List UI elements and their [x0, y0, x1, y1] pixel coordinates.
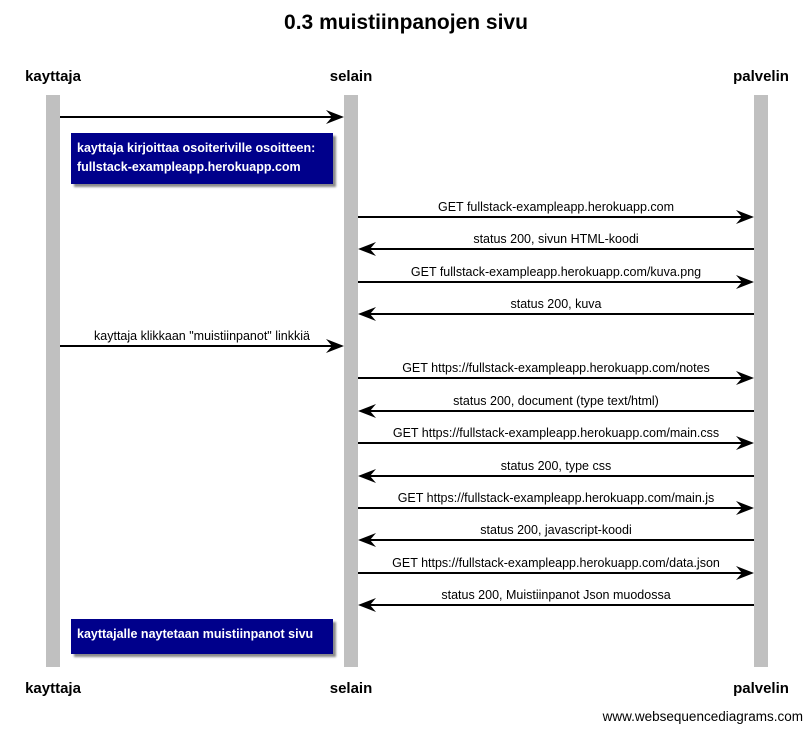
message-arrowhead: [358, 533, 376, 547]
message-label: GET https://fullstack-exampleapp.herokua…: [392, 426, 720, 440]
message-arrowhead: [736, 371, 754, 385]
message-arrowhead: [358, 242, 376, 256]
message-label: GET https://fullstack-exampleapp.herokua…: [392, 556, 720, 570]
note-text-line: fullstack-exampleapp.herokuapp.com: [77, 160, 301, 174]
message-label: GET fullstack-exampleapp.herokuapp.com: [438, 200, 674, 214]
message-arrowhead: [736, 436, 754, 450]
lifeline-selain: [344, 95, 358, 667]
message-arrowhead: [358, 598, 376, 612]
message-label: GET https://fullstack-exampleapp.herokua…: [397, 491, 715, 505]
participant-selain-top: selain: [329, 68, 373, 85]
message-label: GET https://fullstack-exampleapp.herokua…: [402, 361, 710, 375]
diagram-title: 0.3 muistiinpanojen sivu: [284, 11, 528, 34]
note-box: kayttaja kirjoittaa osoiteriville osoitt…: [71, 133, 333, 184]
message-label: status 200, Muistiinpanot Json muodossa: [441, 588, 671, 602]
note-text-line: kayttajalle naytetaan muistiinpanot sivu: [77, 627, 314, 641]
message-arrowhead: [736, 210, 754, 224]
message-label: GET fullstack-exampleapp.herokuapp.com/k…: [410, 265, 702, 279]
lifeline-palvelin: [754, 95, 768, 667]
message-label: status 200, document (type text/html): [453, 394, 659, 408]
message-arrowhead: [358, 307, 376, 321]
message-arrowhead: [358, 469, 376, 483]
message-label: status 200, javascript-koodi: [480, 523, 632, 537]
message-label: status 200, type css: [500, 459, 612, 473]
message-arrowhead: [326, 339, 344, 353]
footer-credit: www.websequencediagrams.com: [602, 709, 803, 724]
message-arrowhead: [736, 566, 754, 580]
message-arrowhead: [326, 110, 344, 124]
message-label: status 200, sivun HTML-koodi: [473, 232, 639, 246]
message-arrowhead: [736, 275, 754, 289]
participant-palvelin-top: palvelin: [733, 68, 789, 85]
note-box: kayttajalle naytetaan muistiinpanot sivu: [71, 619, 333, 654]
note-text-line: kayttaja kirjoittaa osoiteriville osoitt…: [77, 141, 316, 155]
message-label: status 200, kuva: [510, 297, 602, 311]
message-arrowhead: [358, 404, 376, 418]
message-label: kayttaja klikkaan "muistiinpanot" linkki…: [94, 329, 310, 343]
participant-kayttaja-top: kayttaja: [25, 68, 81, 85]
participant-selain-bottom: selain: [329, 680, 373, 697]
participant-kayttaja-bottom: kayttaja: [25, 680, 81, 697]
lifeline-kayttaja: [46, 95, 60, 667]
participant-palvelin-bottom: palvelin: [733, 680, 789, 697]
message-arrowhead: [736, 501, 754, 515]
